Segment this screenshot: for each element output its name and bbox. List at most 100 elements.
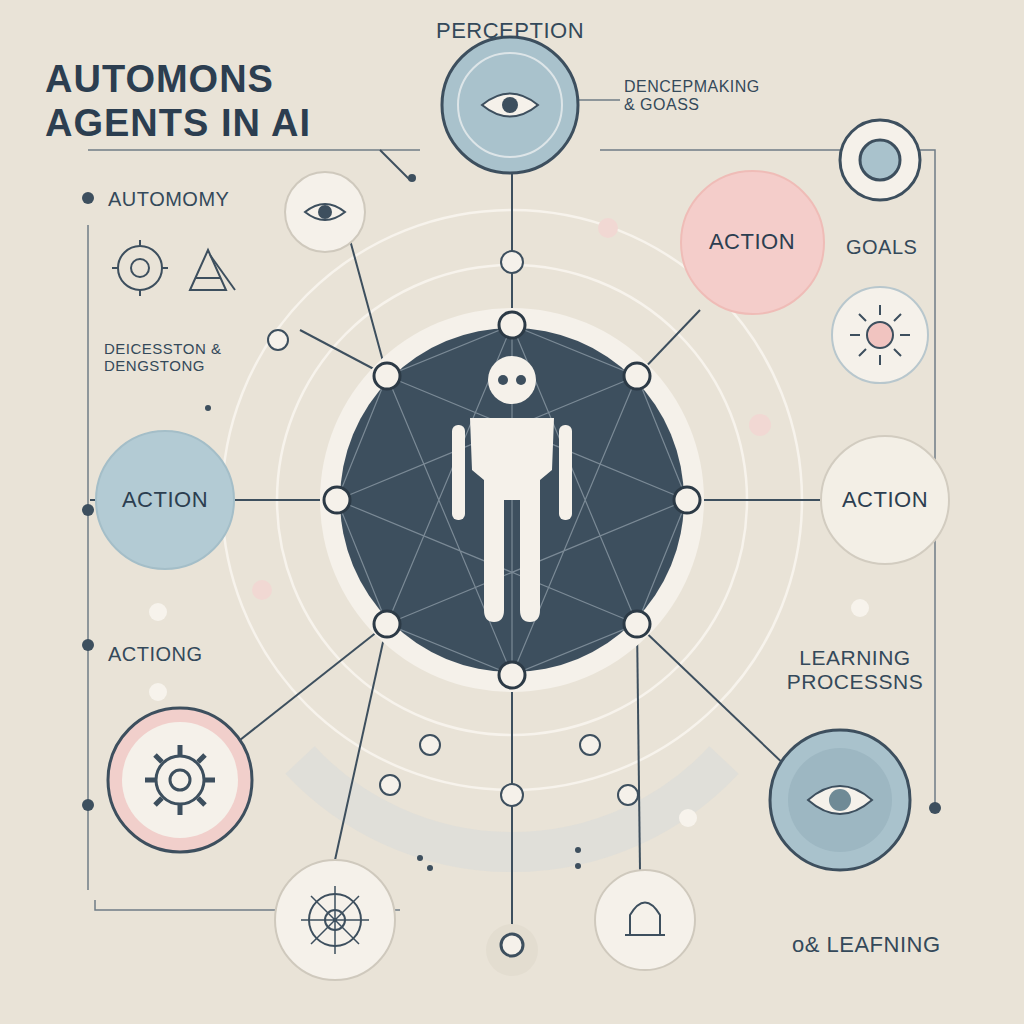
orbit-rings-part [277,265,747,735]
bottom-dots [417,847,581,871]
diagram-label: GOALS [846,236,917,259]
perception-eye-circle-part [502,97,518,113]
hub-nodes-part [324,487,350,513]
gear-target-icons-part [118,246,162,290]
node-label: ACTION [122,487,208,513]
spoke-lines-part [637,624,790,770]
junction-dots-part [618,785,638,805]
gear-icon-circle-part [108,708,252,852]
hub-nodes-part [374,363,400,389]
diagram-label: DENCEPMAKING & GOASS [624,78,774,115]
hub-nodes-part [624,363,650,389]
robot-figure-part [498,375,508,385]
bottom-dots-part [417,855,423,861]
spoke-lines-part [335,624,387,860]
cream-dots-part [851,599,869,617]
target-icon-circle [840,120,920,200]
spoke-lines-part [350,240,387,376]
small-dots-part [82,192,94,204]
small-dots-part [82,504,94,516]
bell-icon-circle-part [625,934,665,936]
diagram-label: DEICESSTON & DENGSTONG [104,340,254,375]
perception-eye-circle [442,37,578,173]
eye-icon-circle-part [808,786,872,814]
hub-nodes [324,312,700,688]
action-circle: ACTION [95,430,235,570]
sun-icon-circle-part-part [850,305,910,365]
node-label: ACTION [709,229,795,255]
target-icon-circle-part [860,140,900,180]
bottom-dot [501,934,523,956]
robot-figure-part [488,356,536,404]
robot-figure-part [452,425,465,520]
eye-icon-circle-part [285,172,365,252]
sun-icon-circle [832,287,928,383]
compass-icon-circle [275,860,395,980]
spoke-lines-part [380,150,410,180]
diagram-label: AUTOMOMY [108,188,229,211]
spoke-lines-part [210,255,235,290]
sun-icon-circle-part [867,322,893,348]
frame-lines [88,100,935,910]
junction-dots-part [501,784,523,806]
small-dots-part [929,802,941,814]
eye-icon-circle-part [829,789,851,811]
pink-dots-part [252,580,272,600]
spoke-lines-part [511,675,513,945]
gear-icon-circle-part [170,770,190,790]
gear-target-icons-part [190,250,226,290]
spoke-lines-part [637,624,640,870]
hub-nodes-part [624,611,650,637]
hub-nodes-part [674,487,700,513]
diagram-label: PERCEPTION [436,18,584,43]
cream-dots-part [679,809,697,827]
target-icon-circle-part [840,120,920,200]
pink-dots-part [598,218,618,238]
gear-icon-circle [108,708,252,852]
pink-dots-part [749,414,771,436]
bottom-dots-part [427,865,433,871]
junction-dots-part [268,330,288,350]
gear-target-icons [112,240,226,296]
hub-ring [320,308,704,692]
sun-icon-circle-part [850,305,910,365]
robot-figure [452,356,572,622]
bottom-dots-part [575,847,581,853]
cream-dots-part [149,683,167,701]
compass-icon-circle-part [301,886,369,954]
frame-lines-part [87,225,89,890]
spoke-lines-part [511,170,513,325]
faint-circle [486,924,538,976]
eye-icon-circle [770,730,910,870]
bell-icon-circle-part [595,870,695,970]
action-circle: ACTION [680,170,825,315]
compass-icon-circle-part [275,860,395,980]
hub-network-part [337,325,687,675]
robot-figure-part [470,418,554,622]
eye-icon-circle [285,172,365,252]
bell-icon-circle [595,870,695,970]
hub-nodes-part [374,611,400,637]
sun-icon-circle-part [832,287,928,383]
small-dots-part [82,799,94,811]
gear-icon-circle-part-part [145,745,215,815]
hub-network-part [337,325,687,675]
gear-icon-circle-part [122,722,238,838]
perception-eye-circle-part [442,37,578,173]
robot-figure-part [516,375,526,385]
gear-target-icons-part [131,259,149,277]
diagram-label: o& LEAFNING [792,932,941,957]
diagram-label: LEARNING PROCESSNS [755,646,955,694]
perception-eye-circle-part [482,94,538,117]
junction-dots-part [380,775,400,795]
hub-nodes-part [499,312,525,338]
eye-icon-circle-part [305,204,345,220]
perception-eye-circle-part [458,53,562,157]
gear-icon-circle-part [145,745,215,815]
bell-icon-circle-part [630,903,660,936]
small-dots-part [408,174,416,182]
action-circle: ACTION [820,435,950,565]
frame-lines-part [88,149,420,151]
